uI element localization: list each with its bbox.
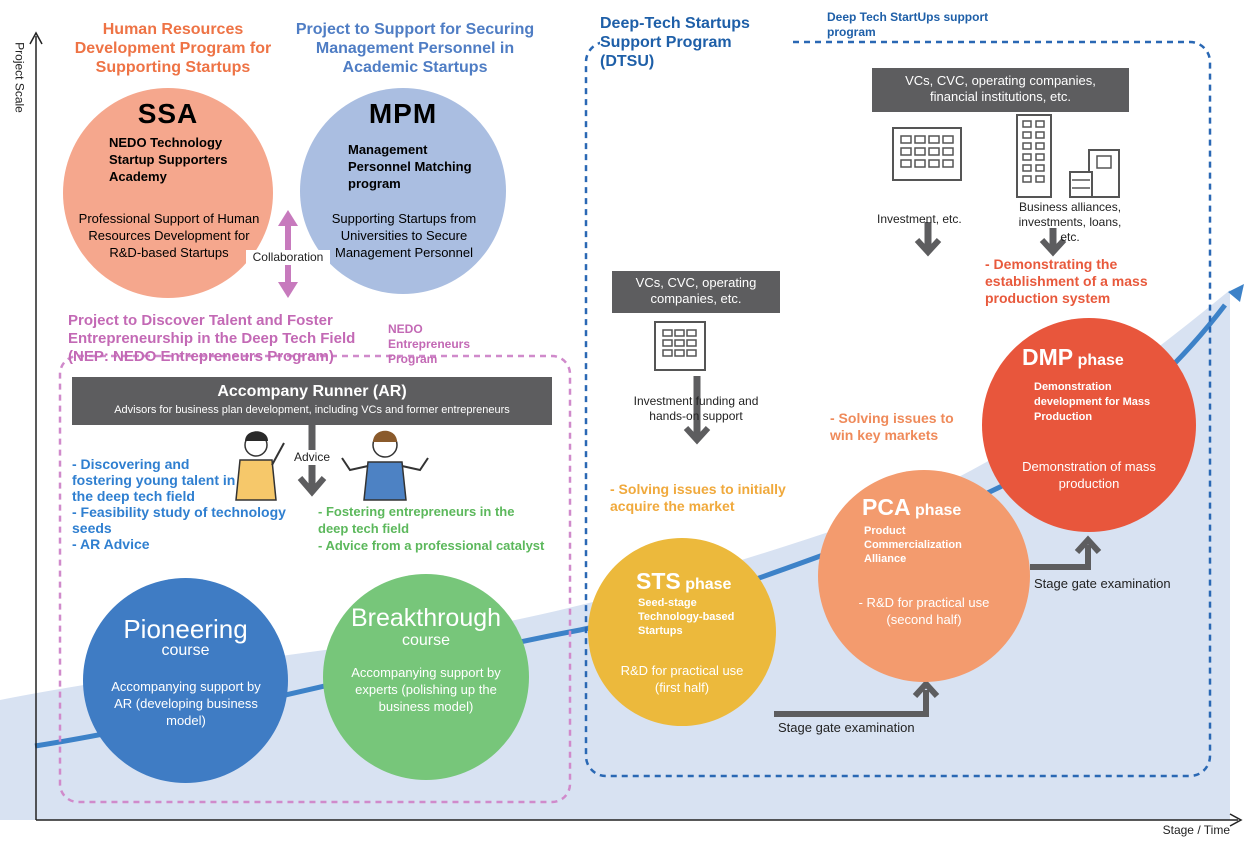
collaboration-arrowhead-up	[278, 210, 298, 226]
ar-title: Accompany Runner (AR)	[217, 383, 407, 400]
pca-description: - R&D for practical use (second half)	[858, 595, 990, 627]
sts-heading: STS phase	[636, 568, 776, 595]
vc-box-top-label: VCs, CVC, operating companies, financial…	[905, 73, 1096, 104]
stage-gate-label-2: Stage gate examination	[1034, 576, 1171, 591]
sts-phase: phase	[685, 576, 732, 593]
dmp-subtitle: Demonstration development for Mass Produ…	[1034, 381, 1151, 423]
left-bullet-3: - AR Advice	[72, 536, 150, 552]
pca-heading: PCA phase	[862, 494, 1022, 521]
hrd-program-title: Human Resources Development Program for …	[74, 21, 272, 76]
advice-arrowhead	[297, 476, 327, 497]
green-bullets: - Fostering entrepreneurs in the deep te…	[318, 503, 568, 554]
dmp-name: DMP	[1022, 344, 1074, 370]
mpm-name: MPM	[368, 98, 438, 129]
green-bullet-2: - Advice from a professional catalyst	[318, 538, 545, 553]
pca-name: PCA	[862, 494, 911, 520]
ssa-circle: SSA NEDO Technology Startup Supporters A…	[63, 88, 273, 298]
collaboration-label: Collaboration	[246, 250, 330, 265]
breakthrough-course: course	[401, 632, 451, 649]
dmp-description: Demonstration of mass production	[1022, 459, 1156, 491]
left-bullets: - Discovering and fostering young talent…	[72, 456, 286, 552]
nep-tag: NEDO Entrepreneurs Program	[388, 322, 471, 366]
stage-gate-arrowhead-1	[912, 679, 940, 699]
ssa-name: SSA	[137, 98, 199, 129]
stage-gate-arrowhead-2	[1074, 535, 1102, 555]
vc-mid-caption: Investment funding and hands-on support	[633, 394, 759, 423]
y-axis-arrow	[29, 31, 43, 45]
vc-box-mid-label: VCs, CVC, operating companies, etc.	[635, 275, 757, 306]
y-axis-label: Project Scale	[12, 42, 27, 113]
ar-subtitle: Advisors for business plan development, …	[114, 404, 510, 416]
left-bullet-2: - Feasibility study of technology seeds	[72, 504, 286, 536]
building-icon-top-right	[1016, 114, 1120, 198]
collaboration-arrowhead-down	[278, 282, 298, 298]
vc-top-caption-left: Investment, etc.	[877, 212, 962, 226]
breakthrough-circle: Breakthrough course Accompanying support…	[323, 574, 529, 780]
nep-dashed-box	[58, 354, 572, 804]
stage-gate-arrow-1	[774, 690, 929, 717]
dtsu-tag: Deep Tech StartUps support program	[827, 10, 997, 40]
dmp-note: - Demonstrating the establishment of a m…	[985, 256, 1148, 306]
pca-subtitle: Product Commercialization Alliance	[864, 525, 962, 565]
sts-description: R&D for practical use (first half)	[620, 663, 744, 695]
breakthrough-description: Accompanying support by experts (polishi…	[351, 665, 501, 714]
mpm-description: Supporting Startups from Universities to…	[331, 211, 477, 260]
pioneering-course: course	[161, 642, 210, 659]
pca-circle: PCA phase Product Commercialization Alli…	[818, 470, 1030, 682]
left-bullet-1: - Discovering and fostering young talent…	[72, 456, 236, 504]
building-icon-mid	[654, 321, 706, 371]
psm-project-title: Project to Support for Securing Manageme…	[295, 21, 535, 76]
mpm-subtitle: Management Personnel Matching program	[348, 142, 472, 191]
green-bullet-1: - Fostering entrepreneurs in the deep te…	[318, 504, 515, 536]
building-icon-top-left	[892, 127, 962, 181]
x-axis-label: Stage / Time	[1162, 823, 1230, 837]
nep-title: Project to Discover Talent and Foster En…	[68, 312, 356, 365]
pca-note: - Solving issues to win key markets	[830, 410, 954, 443]
pioneering-description: Accompanying support by AR (developing b…	[111, 679, 261, 728]
mpm-circle: MPM Management Personnel Matching progra…	[300, 88, 506, 294]
entrepreneur-person-icon	[341, 430, 429, 501]
stage-gate-label-1: Stage gate examination	[778, 720, 915, 735]
trend-arrowhead	[1228, 284, 1244, 302]
advice-label: Advice	[289, 450, 335, 465]
dmp-phase: phase	[1077, 352, 1124, 369]
vc-top-caption-right: Business alliances, investments, loans, …	[1018, 200, 1122, 244]
dtsu-dashed-box	[584, 40, 1212, 778]
sts-subtitle: Seed-stage Technology-based Startups	[638, 597, 735, 637]
sts-circle: STS phase Seed-stage Technology-based St…	[588, 538, 776, 726]
pioneering-name: Pioneering	[123, 614, 248, 644]
stage-gate-arrow-2	[1030, 545, 1091, 570]
pioneering-circle: Pioneering course Accompanying support b…	[83, 578, 288, 783]
dtsu-title: Deep-Tech Startups Support Program (DTSU…	[600, 14, 790, 71]
mid-invest-arrowhead	[683, 425, 711, 445]
x-axis-arrow	[1229, 813, 1243, 827]
ssa-subtitle: NEDO Technology Startup Supporters Acade…	[109, 135, 228, 184]
sts-name: STS	[636, 568, 681, 594]
top-invest-arrowhead-right	[1039, 237, 1067, 257]
dmp-heading: DMP phase	[1022, 344, 1192, 371]
vc-box-mid: VCs, CVC, operating companies, etc.	[612, 271, 780, 313]
pca-phase: phase	[915, 502, 962, 519]
mentor-person-icon	[235, 431, 285, 501]
sts-note: - Solving issues to initially acquire th…	[610, 481, 786, 514]
ar-banner: Accompany Runner (AR) Advisors for busin…	[72, 377, 552, 425]
dmp-circle: DMP phase Demonstration development for …	[982, 318, 1196, 532]
top-invest-arrowhead-left	[914, 237, 942, 257]
vc-box-top: VCs, CVC, operating companies, financial…	[872, 68, 1129, 112]
ssa-description: Professional Support of Human Resources …	[78, 211, 260, 260]
breakthrough-name: Breakthrough	[350, 604, 502, 632]
